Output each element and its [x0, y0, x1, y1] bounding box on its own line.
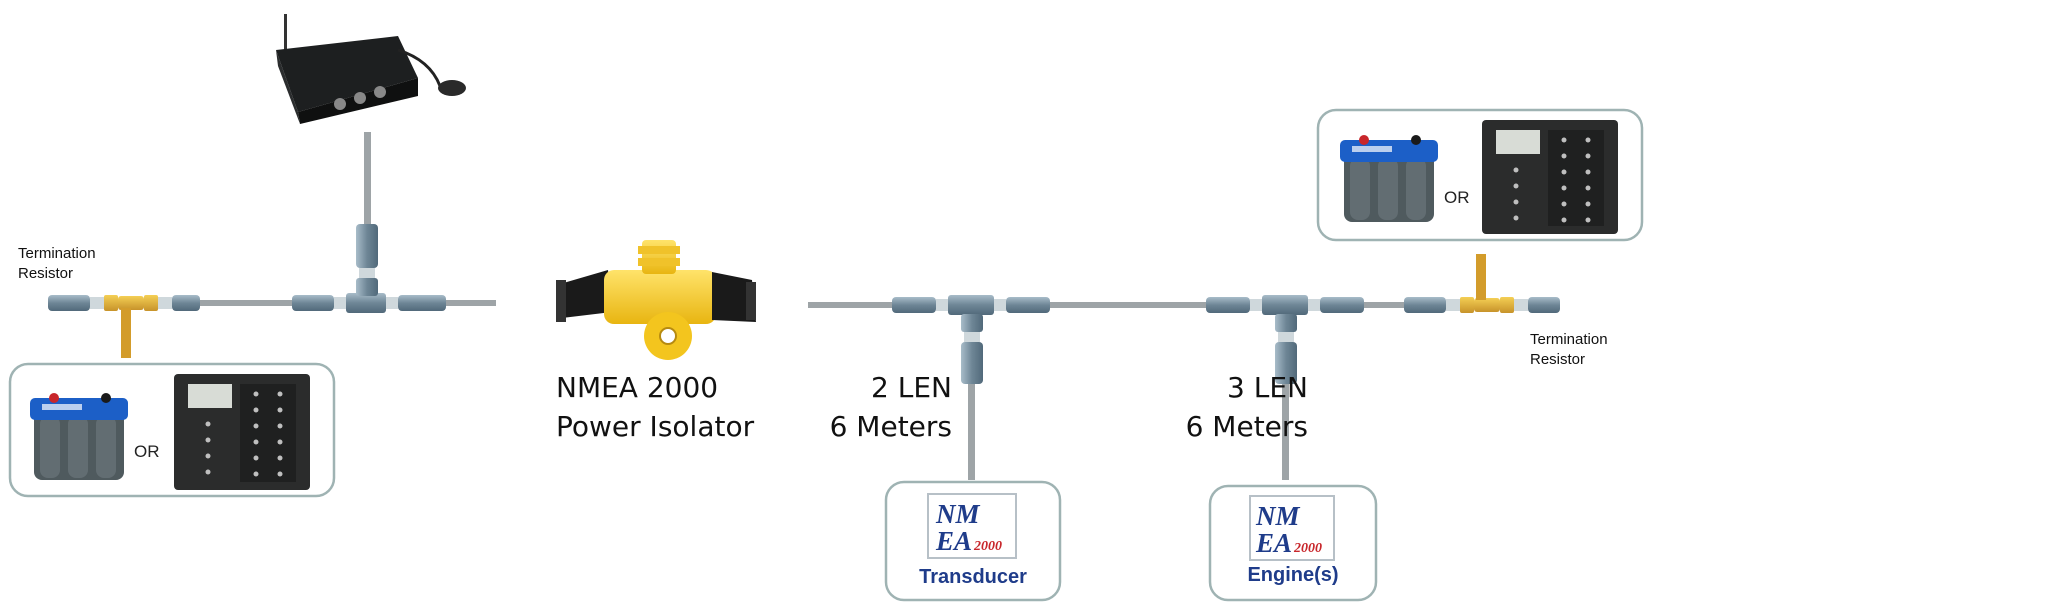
- svg-text:EA: EA: [1255, 528, 1292, 558]
- right-termination-label: Termination Resistor: [1530, 330, 1608, 370]
- left-tee-connector: [292, 224, 446, 313]
- engine-device-box: NM EA 2000: [1208, 484, 1378, 602]
- left-termination-label: Termination Resistor: [18, 244, 96, 284]
- drop2-length-line1: 3 LEN: [1227, 371, 1308, 404]
- power-isolator-label: NMEA 2000 Power Isolator: [556, 368, 754, 446]
- svg-text:EA: EA: [935, 526, 972, 556]
- left-battery-icon: [30, 393, 128, 480]
- right-termination-resistor: [1404, 254, 1560, 313]
- transducer-device-box: NM EA 2000: [884, 480, 1062, 602]
- right-battery-icon: [1340, 135, 1438, 222]
- left-backbone: [48, 132, 496, 358]
- left-termination-resistor: [48, 295, 200, 358]
- transducer-label: Transducer: [919, 566, 1027, 588]
- drop1-length-label: 2 LEN 6 Meters: [822, 368, 952, 446]
- drop1-length-line2: 6 Meters: [829, 410, 952, 443]
- left-or-label: OR: [134, 442, 160, 461]
- left-power-source-box: [8, 362, 336, 498]
- nmea-2000-logo-icon: NM EA 2000: [1249, 495, 1335, 561]
- svg-text:NM: NM: [935, 499, 980, 529]
- right-breaker-panel-icon: [1482, 120, 1618, 234]
- right-termination-label-line1: Termination: [1530, 331, 1608, 348]
- drop2-length-label: 3 LEN 6 Meters: [1178, 368, 1308, 446]
- svg-text:2000: 2000: [1293, 541, 1322, 556]
- gateway-device-icon: [276, 14, 466, 124]
- left-termination-label-line1: Termination: [18, 245, 96, 262]
- tee-connector-1: [892, 295, 1050, 384]
- svg-text:2000: 2000: [973, 539, 1002, 554]
- right-backbone: [808, 254, 1560, 480]
- drop2-length-line2: 6 Meters: [1185, 410, 1308, 443]
- power-isolator-icon: [556, 240, 756, 360]
- right-power-source-box: [1316, 108, 1644, 242]
- left-termination-label-line2: Resistor: [18, 265, 74, 282]
- svg-text:NM: NM: [1255, 501, 1300, 531]
- nmea-2000-logo-icon: NM EA 2000: [927, 493, 1017, 559]
- power-isolator-label-line1: NMEA 2000: [556, 371, 719, 404]
- engine-label: Engine(s): [1247, 564, 1339, 586]
- power-isolator-label-line2: Power Isolator: [556, 410, 755, 443]
- left-breaker-panel-icon: [174, 374, 310, 490]
- right-termination-label-line2: Resistor: [1530, 351, 1586, 368]
- right-or-label: OR: [1444, 188, 1470, 207]
- tee-connector-2: [1206, 295, 1364, 384]
- drop1-length-line1: 2 LEN: [871, 371, 952, 404]
